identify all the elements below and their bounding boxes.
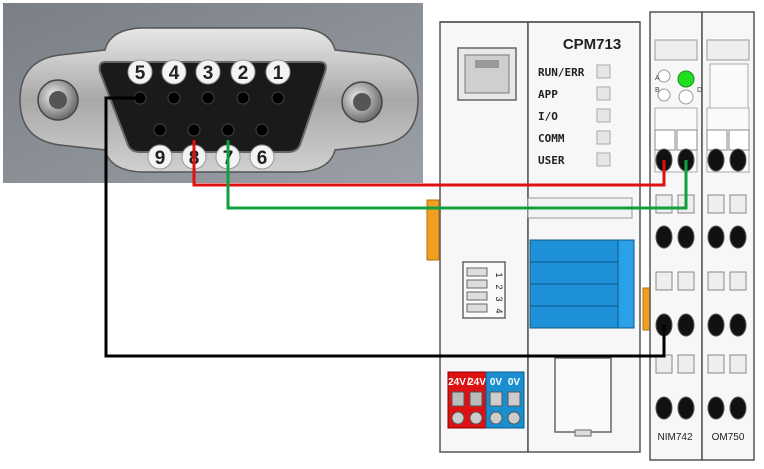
- status-letter: D: [697, 87, 702, 94]
- status-letter: A: [655, 75, 660, 82]
- power-terminal-red[interactable]: 24V / 24V: [447, 371, 487, 429]
- status-led-a: [657, 69, 671, 83]
- pin-labels-top: 5 4 3 2 1: [127, 59, 291, 85]
- led-label: COMM: [538, 132, 565, 145]
- svg-text:/: /: [467, 377, 470, 388]
- module-label: NIM742: [657, 432, 692, 443]
- status-led-green: [677, 70, 695, 88]
- wire-black: [104, 96, 666, 358]
- led-label: I/O: [538, 110, 558, 123]
- side-latch: [426, 199, 440, 261]
- pin-label: 6: [257, 148, 268, 169]
- led-indicator: [596, 86, 611, 101]
- dip-number: 2: [494, 284, 504, 289]
- led-indicator: [596, 130, 611, 145]
- pin-label: 3: [203, 63, 214, 84]
- card-slot[interactable]: [554, 357, 612, 433]
- pin-label: 4: [169, 63, 180, 84]
- dsub-connector-photo: 5 4 3 2 1 9 8 7 6: [3, 3, 423, 183]
- status-letter: B: [655, 87, 660, 94]
- pin-label: 9: [155, 148, 166, 169]
- ethernet-port-icon[interactable]: [457, 47, 517, 101]
- power-label: 0V: [490, 377, 503, 388]
- status-led-b: [657, 88, 671, 102]
- power-label: 24V: [448, 377, 466, 388]
- pin-label: 5: [135, 63, 146, 84]
- blue-connector-block: [529, 239, 635, 329]
- dip-switch[interactable]: 1 2 3 4: [462, 261, 506, 319]
- dip-number: 4: [494, 308, 504, 313]
- power-label: 0V: [508, 377, 521, 388]
- led-indicator: [596, 64, 611, 79]
- led-list: RUN/ERR APP I/O COMM USER: [538, 64, 611, 167]
- power-terminal-blue[interactable]: 0V 0V: [485, 371, 525, 429]
- led-indicator: [596, 152, 611, 167]
- status-led-d: [678, 89, 694, 105]
- wire-green: [226, 140, 688, 210]
- dip-number: 3: [494, 296, 504, 301]
- cpm713-module: 1 2 3 4 24V / 24V 0V 0V CPM713 R: [426, 21, 654, 453]
- dip-number: 1: [494, 272, 504, 277]
- wires: [104, 96, 688, 358]
- module-label: OM750: [712, 432, 745, 443]
- pin-label: 2: [238, 63, 249, 84]
- power-label: 24V: [468, 377, 486, 388]
- led-label: USER: [538, 154, 565, 167]
- led-indicator: [596, 108, 611, 123]
- module-title: CPM713: [563, 36, 621, 53]
- led-label: APP: [538, 88, 558, 101]
- led-label: RUN/ERR: [538, 66, 585, 79]
- wire-red: [192, 140, 666, 187]
- pin-label: 1: [273, 63, 284, 84]
